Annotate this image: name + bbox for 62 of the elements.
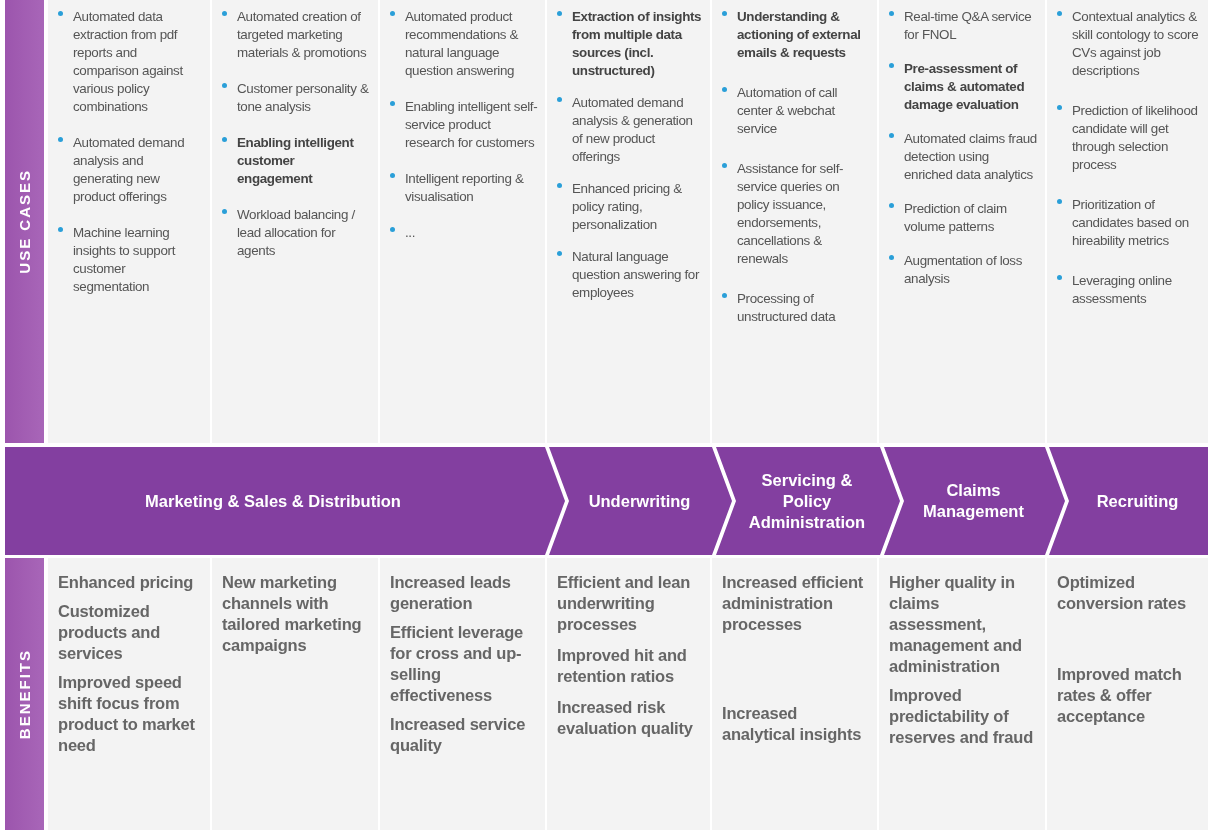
benefit-text: Improved predictability of reserves and fraud: [889, 685, 1035, 748]
bullet-item: Processing of unstructured data: [722, 290, 871, 326]
row-header-text: BENEFITS: [16, 648, 33, 740]
bullet-item: Automated demand analysis and generating new product offerings: [58, 134, 204, 206]
bullet-item: Automated data extraction from pdf reports and comparison against various policy combinations: [58, 8, 204, 116]
bullet-item: Customer personality & tone analysis: [222, 80, 372, 116]
chevron-step: [5, 447, 565, 555]
row-header-text: USE CASES: [16, 169, 33, 274]
benefit-text: Increased service quality: [390, 714, 527, 756]
bullet-item: Contextual analytics & skill contology to score CVs against job descriptions: [1057, 8, 1202, 80]
benefit-text: Improved speed shift focus from product to market need: [58, 672, 196, 756]
use-case-cell: [212, 0, 378, 443]
use-case-cell: [879, 0, 1045, 443]
step-label: Claims Management: [922, 480, 1025, 522]
benefit-text: Increased efficient administration processes: [722, 572, 865, 635]
bullet-item: Assistance for self-service queries on policy issuance, endorsements, cancellations & renewals: [722, 160, 871, 268]
use-case-cell: [380, 0, 545, 443]
bullet-item: Automated product recommendations & natural language question answering: [390, 8, 539, 80]
use-case-cell: [547, 0, 710, 443]
benefit-text: Improved hit and retention ratios: [557, 645, 688, 687]
step-label: Recruiting: [1096, 490, 1179, 512]
benefit-text: New marketing channels with tailored marketing campaigns: [222, 572, 363, 656]
bullet-item: Enabling intelligent self-service product research for customers: [390, 98, 539, 152]
bullet-item: Enabling intelligent customer engagement: [222, 134, 372, 188]
bullet-item: Real-time Q&A service for FNOL: [889, 8, 1039, 44]
bullet-item: Leveraging online assessments: [1057, 272, 1202, 308]
benefit-text: Enhanced pricing: [58, 572, 195, 593]
benefit-text: Optimized conversion rates: [1057, 572, 1187, 614]
bullet-item: Automation of call center & webchat service: [722, 84, 871, 138]
bullet-item: Prioritization of candidates based on hireability metrics: [1057, 196, 1202, 250]
bullet-item: Pre-assessment of claims & automated damage evaluation: [889, 60, 1039, 114]
bullet-item: Prediction of likelihood candidate will get through selection process: [1057, 102, 1202, 174]
bullet-item: Automated creation of targeted marketing materials & promotions: [222, 8, 372, 62]
step-label: Marketing & Sales & Distribution: [145, 490, 401, 512]
row-header-band: [5, 0, 44, 443]
benefit-text: Efficient leverage for cross and up-selling effectiveness: [390, 622, 525, 706]
benefit-text: Higher quality in claims assessment, management and administration: [889, 572, 1023, 677]
benefit-text: Improved match rates & offer acceptance: [1057, 664, 1183, 727]
bullet-item: Intelligent reporting & visualisation: [390, 170, 539, 206]
bullet-item: Enhanced pricing & policy rating, personalization: [557, 180, 704, 234]
benefit-text: Efficient and lean underwriting processes: [557, 572, 691, 635]
chevron-step: [1049, 447, 1208, 555]
bullet-item: Workload balancing / lead allocation for agents: [222, 206, 372, 260]
step-label: Servicing & Policy Administration: [747, 469, 867, 533]
benefit-text: Increased analytical insights: [722, 703, 863, 745]
bullet-item: Machine learning insights to support customer segmentation: [58, 224, 204, 296]
use-case-cell: [48, 0, 210, 443]
bullet-item: Natural language question answering for employees: [557, 248, 704, 302]
bullet-item: Automated demand analysis & generation of new product offerings: [557, 94, 704, 166]
bullet-item: ...: [390, 224, 539, 242]
row-header-band: [5, 558, 44, 830]
benefit-text: Customized products and services: [58, 601, 162, 664]
bullet-item: Prediction of claim volume patterns: [889, 200, 1039, 236]
bullet-item: Understanding & actioning of external emails & requests: [722, 8, 871, 62]
use-case-cell: [1047, 0, 1208, 443]
benefit-text: Increased leads generation: [390, 572, 512, 614]
use-case-cell: [712, 0, 877, 443]
step-label: Underwriting: [588, 490, 691, 512]
bullet-item: Automated claims fraud detection using enriched data analytics: [889, 130, 1039, 184]
benefit-text: Increased risk evaluation quality: [557, 697, 694, 739]
bullet-item: Extraction of insights from multiple data sources (incl. unstructured): [557, 8, 704, 80]
bullet-item: Augmentation of loss analysis: [889, 252, 1039, 288]
